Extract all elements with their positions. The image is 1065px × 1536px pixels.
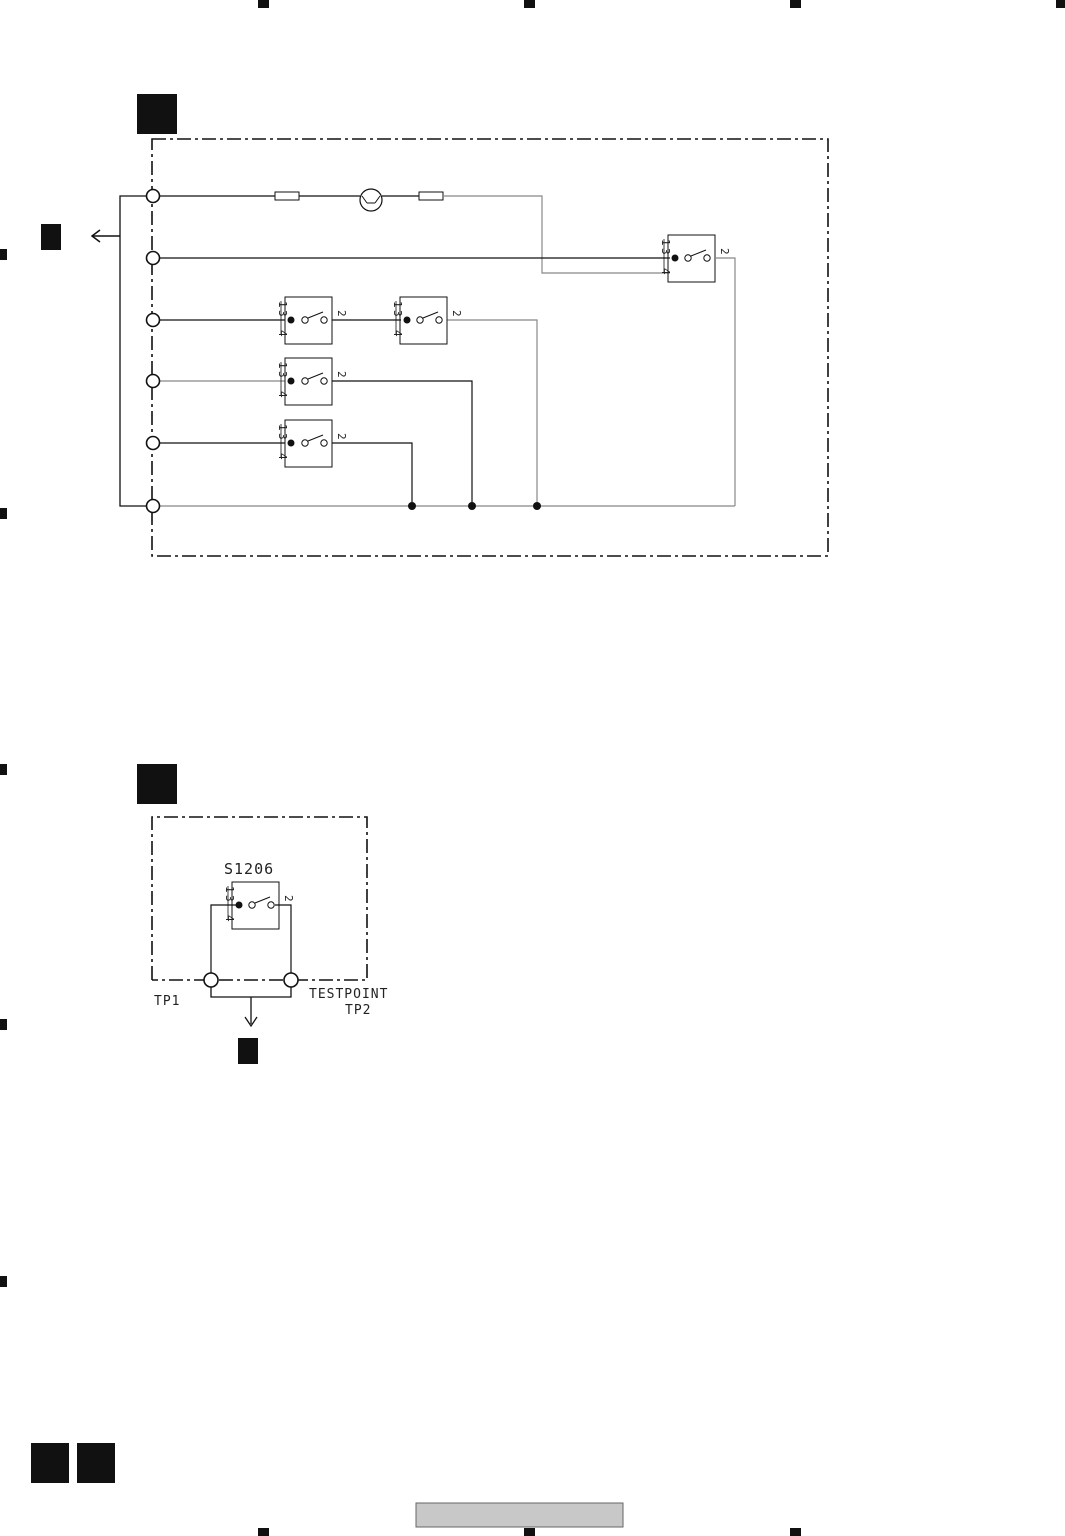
circuit-c-marker-block (137, 764, 177, 804)
pin-label-2: 2 (450, 310, 463, 317)
pin-label-1: 1 (276, 424, 289, 431)
switch-ref-label: S1206 (224, 860, 274, 878)
junction-dot (533, 502, 541, 510)
pin-label-2: 2 (335, 310, 348, 317)
pin-label-1: 1 (659, 239, 672, 246)
pin-label-2: 2 (335, 433, 348, 440)
pin-label-1: 1 (223, 886, 236, 893)
fuse-icon (274, 191, 300, 201)
wire-return (332, 380, 473, 506)
circuit-b-marker-block (137, 94, 177, 134)
connector-pin (145, 498, 161, 514)
frame-mark-top-5 (1056, 0, 1065, 8)
junction-dot (408, 502, 416, 510)
connector-bus-wire (119, 195, 146, 507)
frame-mark-top-3 (524, 0, 535, 8)
frame-mark-left-d (0, 764, 7, 775)
junction-dot (468, 502, 476, 510)
arrow-left-icon (90, 229, 101, 243)
pin-label-4: 4 (276, 391, 289, 398)
connector-pin (145, 435, 161, 451)
lamp-icon (359, 188, 383, 212)
pin-label-4: 4 (223, 915, 236, 922)
circuit-c-dashdot-boundary (151, 816, 368, 981)
testpoint-bus-wire (210, 987, 292, 998)
circuit-b: 3 1 4 2 3 1 4 2 3 1 4 (41, 94, 829, 557)
pin-label-3: 3 (223, 895, 236, 902)
frame-mark-top-4 (790, 0, 801, 8)
wire-return (716, 257, 736, 506)
connector-pin (145, 188, 161, 204)
wire-to-tp2 (275, 904, 292, 973)
wire-return (447, 319, 538, 506)
frame-mark-left-b (0, 249, 7, 260)
pin-label-2: 2 (335, 371, 348, 378)
wire-to-tp1 (210, 904, 236, 973)
circuit-b-dashdot-boundary (151, 138, 829, 557)
connector-pin (145, 250, 161, 266)
tp1-label: TP1 (154, 994, 180, 1009)
pin-label-4: 4 (391, 330, 404, 337)
circuit-b-offpage-block (41, 224, 61, 250)
page-number-block-2 (77, 1443, 115, 1483)
fuse-icon (418, 191, 444, 201)
pin-label-1: 1 (276, 362, 289, 369)
connector-pin (145, 373, 161, 389)
circuit-c-offpage-block (238, 1038, 258, 1064)
frame-mark-bottom-2 (258, 1528, 269, 1536)
frame-mark-top-2 (258, 0, 269, 8)
footer-model-bar (415, 1502, 624, 1528)
wire-gray-to-switch (443, 195, 670, 274)
page-number-block-1 (31, 1443, 69, 1483)
tp2-label: TP2 (345, 1003, 371, 1018)
pin-label-3: 3 (276, 433, 289, 440)
testpoint-label: TESTPOINT (309, 987, 388, 1002)
frame-mark-bottom-3 (524, 1528, 535, 1536)
tact-switch-icon: 3 1 4 2 (391, 296, 463, 345)
pin-label-1: 1 (391, 301, 404, 308)
tact-switch-icon: 3 1 4 2 (276, 419, 348, 468)
wire-return (332, 442, 413, 506)
pin-label-4: 4 (659, 268, 672, 275)
pin-label-4: 4 (276, 330, 289, 337)
frame-mark-left-f (0, 1276, 7, 1287)
pin-label-4: 4 (276, 453, 289, 460)
frame-mark-left-e (0, 1019, 7, 1030)
pin-label-1: 1 (276, 301, 289, 308)
pin-label-3: 3 (391, 310, 404, 317)
tact-switch-icon: 3 1 4 2 (659, 234, 731, 283)
tact-switch-icon: 3 1 4 2 (276, 296, 348, 345)
connector-pin (145, 312, 161, 328)
frame-mark-bottom-4 (790, 1528, 801, 1536)
pin-label-3: 3 (276, 371, 289, 378)
pin-label-3: 3 (276, 310, 289, 317)
pin-label-2: 2 (282, 895, 295, 902)
tact-switch-icon: 3 1 4 2 (276, 357, 348, 406)
testpoint-tp2 (283, 972, 299, 988)
page-footer (31, 1443, 624, 1528)
frame-mark-left-c (0, 508, 7, 519)
pin-label-2: 2 (718, 248, 731, 255)
arrow-down-icon (244, 1016, 258, 1028)
pin-label-3: 3 (659, 248, 672, 255)
testpoint-tp1 (203, 972, 219, 988)
circuit-c: S1206 3 1 4 2 TP1 TESTPOINT TP2 (137, 764, 388, 1064)
